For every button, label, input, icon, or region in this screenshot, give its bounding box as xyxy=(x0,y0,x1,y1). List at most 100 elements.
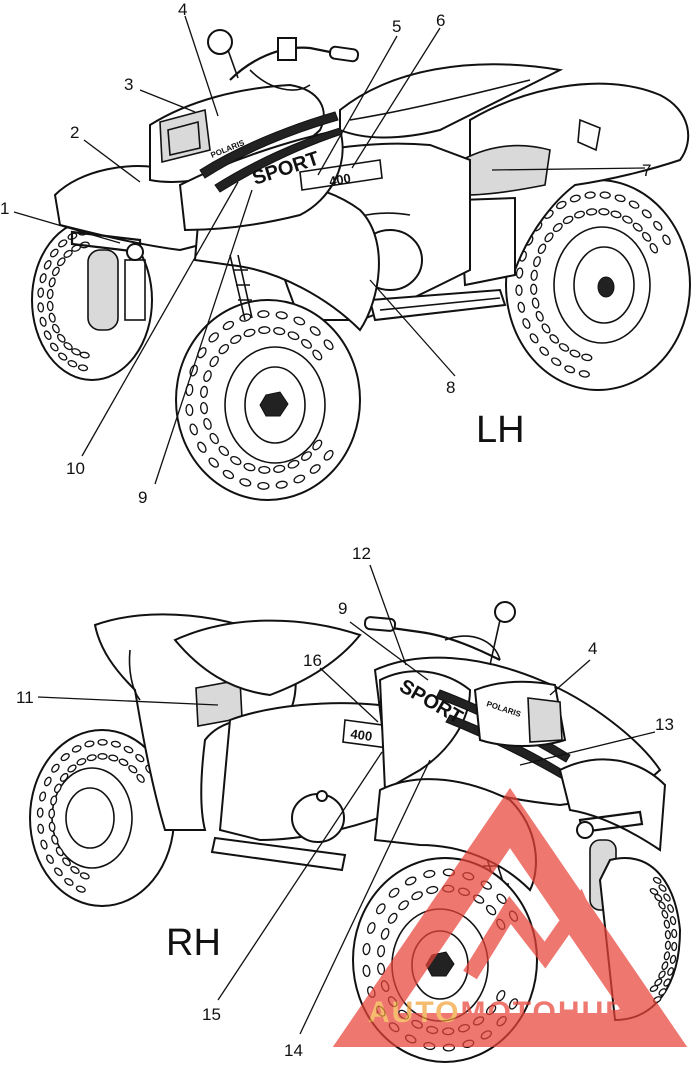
tire-tread-block xyxy=(67,764,77,773)
tire-tread-block xyxy=(658,988,667,996)
tire-tread-block xyxy=(641,209,652,219)
tire-tread-block xyxy=(423,869,436,879)
tire-tread-block xyxy=(652,876,662,884)
tire-tread-block xyxy=(529,333,539,344)
tire-tread-block xyxy=(377,944,386,958)
tire-tread-block xyxy=(208,457,219,468)
tire-tread-block xyxy=(517,301,526,313)
tire-tread-block xyxy=(496,990,506,1002)
tire-tread-block xyxy=(541,323,551,334)
tire-tread-block xyxy=(50,795,58,806)
tire-tread-block xyxy=(97,753,108,760)
tire-tread-block xyxy=(663,978,671,987)
callout-13-rh: 13 xyxy=(655,715,674,734)
tire-tread-block xyxy=(404,876,417,886)
callout-6-lh: 6 xyxy=(436,11,445,30)
rear-wheel-lh xyxy=(505,179,691,391)
tire-tread-block xyxy=(60,753,70,762)
tire-tread-block xyxy=(530,283,538,295)
tire-tread-block xyxy=(599,191,611,199)
tire-tread-block xyxy=(628,200,640,209)
tire-tread-block xyxy=(614,194,626,203)
tire-tread-block xyxy=(48,312,56,323)
tire-tread-block xyxy=(208,332,219,343)
tire-tread-block xyxy=(485,904,497,916)
rear-wheel-rh xyxy=(29,729,175,907)
tire-tread-block xyxy=(533,256,541,268)
tire-tread-block xyxy=(203,370,212,383)
callout-4-rh: 4 xyxy=(588,639,597,658)
tire-tread-block xyxy=(544,232,554,243)
tire-tread-block xyxy=(578,370,590,378)
tire-tread-block xyxy=(552,222,563,233)
tire-tread-block xyxy=(118,758,129,767)
tire-tread-block xyxy=(549,334,560,344)
tire-tread-block xyxy=(200,401,208,415)
tire-tread-block xyxy=(57,257,66,267)
tire-tread-block xyxy=(301,451,312,461)
tire-tread-block xyxy=(197,441,207,453)
tire-tread-block xyxy=(658,901,666,910)
tire-tread-block xyxy=(671,928,678,939)
tire-tread-block xyxy=(564,365,576,374)
tire-tread-block xyxy=(375,903,386,915)
tire-tread-block xyxy=(398,900,409,911)
tire-tread-block xyxy=(209,432,219,445)
front-wheel-right-lh xyxy=(175,299,361,501)
tire-tread-block xyxy=(185,403,194,417)
tire-tread-block xyxy=(222,469,235,480)
tire-tread-block xyxy=(108,754,119,762)
tire-tread-block xyxy=(48,821,56,832)
tire-tread-block xyxy=(663,919,671,929)
tire-tread-block xyxy=(58,239,68,248)
tire-tread-block xyxy=(257,310,270,319)
tire-tread-block xyxy=(48,277,56,288)
tire-tread-block xyxy=(362,964,371,978)
tire-tread-block xyxy=(287,459,300,469)
tire-tread-block xyxy=(71,745,82,753)
tire-tread-block xyxy=(37,823,45,834)
tire-tread-block xyxy=(312,439,323,451)
tire-tread-block xyxy=(40,839,48,850)
tire-tread-block xyxy=(70,866,80,874)
tire-tread-block xyxy=(569,349,581,358)
tire-tread-block xyxy=(230,334,242,345)
tire-tread-block xyxy=(667,967,675,976)
tire-tread-block xyxy=(62,857,71,867)
tire-tread-block xyxy=(51,266,60,277)
tire-tread-block xyxy=(37,287,45,298)
tire-tread-block xyxy=(641,231,652,242)
model-400-decal-lh: 400 xyxy=(328,170,352,189)
tire-tread-block xyxy=(258,465,271,474)
tire-tread-block xyxy=(218,343,230,355)
tire-tread-block xyxy=(539,346,550,356)
tire-tread-block xyxy=(273,464,286,473)
callout-15-rh: 15 xyxy=(202,1005,221,1024)
tire-tread-block xyxy=(63,342,73,351)
tire-tread-block xyxy=(86,754,97,762)
callout-2-lh: 2 xyxy=(70,123,79,142)
tire-tread-block xyxy=(663,951,671,961)
tire-tread-block xyxy=(59,772,69,782)
tire-tread-block xyxy=(388,887,400,898)
callout-9-rh: 9 xyxy=(338,599,347,618)
tire-tread-block xyxy=(51,323,60,334)
callout-16-rh: 16 xyxy=(303,651,322,670)
tire-tread-block xyxy=(366,922,376,934)
callout-9-lh: 9 xyxy=(138,488,147,507)
automotohub-watermark: AUTOMOTOHUB xyxy=(332,787,688,1047)
tire-tread-block xyxy=(522,318,531,329)
tire-tread-block xyxy=(222,320,235,331)
tire-tread-block xyxy=(58,352,68,361)
tire-tread-block xyxy=(39,273,47,284)
tire-tread-block xyxy=(530,269,538,281)
tire-tread-block xyxy=(610,210,622,219)
callout-labels-lh: 1 2 3 4 5 6 7 8 9 10 xyxy=(0,0,651,507)
watermark-triangle-logo xyxy=(332,787,688,1047)
tire-tread-block xyxy=(301,339,312,349)
tire-tread-block xyxy=(273,327,286,336)
tire-tread-block xyxy=(46,288,54,300)
tire-tread-block xyxy=(50,342,59,352)
callout-3-lh: 3 xyxy=(124,75,133,94)
callout-12-rh: 12 xyxy=(352,544,371,563)
